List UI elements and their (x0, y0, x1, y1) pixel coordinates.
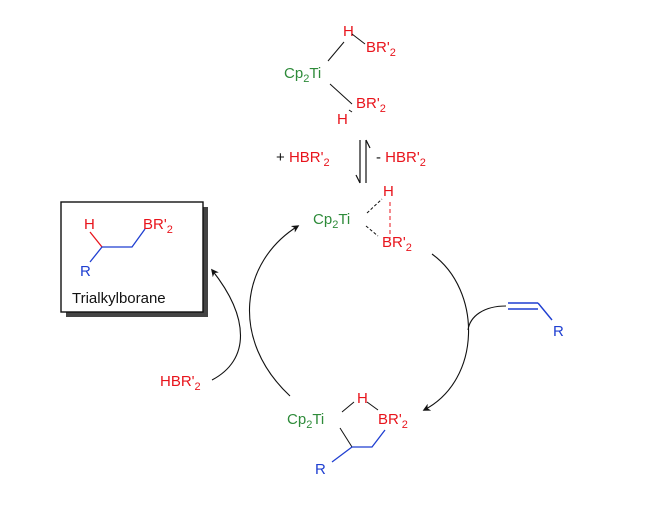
titanium-sigma-borane-complex: Cp2Ti H BR'2 (313, 183, 412, 254)
alkyl-ti-c-bond (339, 427, 353, 448)
alkyl-r: R (315, 461, 326, 478)
equilibrium-left-reagent: + HBR'2 (276, 149, 330, 169)
product-br: BR'2 (143, 216, 173, 236)
dimer-cp2ti-label: Cp2Ti (284, 65, 321, 85)
equilibrium-right-reagent: - HBR'2 (376, 149, 426, 169)
dimer-h-br-top-bond (351, 33, 366, 45)
product-name: Trialkylborane (72, 290, 166, 307)
alkyl-ti-h-bond (341, 401, 355, 413)
product-r: R (80, 263, 91, 280)
dimer-h-top: H (343, 23, 354, 40)
alkyl-br: BR'2 (378, 411, 408, 431)
dimer-br-top: BR'2 (366, 39, 396, 59)
monomer-ti-h-dash (366, 198, 383, 214)
product-h: H (84, 216, 95, 233)
arc-alkene-entry (467, 305, 507, 331)
dimer-br-bottom: BR'2 (356, 95, 386, 115)
monomer-br: BR'2 (382, 234, 412, 254)
alkyl-r-bond (331, 446, 353, 463)
arc-hbr-entry-product-release (211, 268, 241, 381)
alkyl-titanium-intermediate: Cp2Ti H BR'2 R (287, 390, 408, 478)
dimer-ti-br-bottom-bond (329, 83, 353, 105)
monomer-ti-b-dash (365, 225, 379, 237)
alkene-substrate: R (508, 302, 564, 340)
product-r-bond (89, 246, 103, 263)
product-chain (102, 228, 146, 248)
monomer-h: H (383, 183, 394, 200)
product-h-bond (89, 231, 103, 248)
product-box: H R BR'2 Trialkylborane (60, 201, 208, 317)
alkyl-h: H (357, 390, 368, 407)
arc-left-regeneration (249, 225, 300, 397)
hbr-input-label: HBR'2 (160, 373, 201, 393)
arc-right-alkene-insertion (422, 253, 470, 411)
dimer-h-bottom: H (337, 111, 348, 128)
alkyl-h-b-bond (366, 401, 379, 411)
alkene-r: R (553, 323, 564, 340)
alkyl-cp2ti-label: Cp2Ti (287, 411, 324, 431)
monomer-cp2ti-label: Cp2Ti (313, 211, 350, 231)
alkyl-chain (352, 429, 386, 448)
cycle-arcs (211, 225, 507, 411)
titanium-dimer-complex: H BR'2 Cp2Ti BR'2 H (284, 23, 396, 128)
equilibrium-arrows (355, 139, 371, 184)
dimer-ti-h-top-bond (327, 41, 345, 62)
dimer-br-h-bottom-bond (348, 109, 353, 113)
